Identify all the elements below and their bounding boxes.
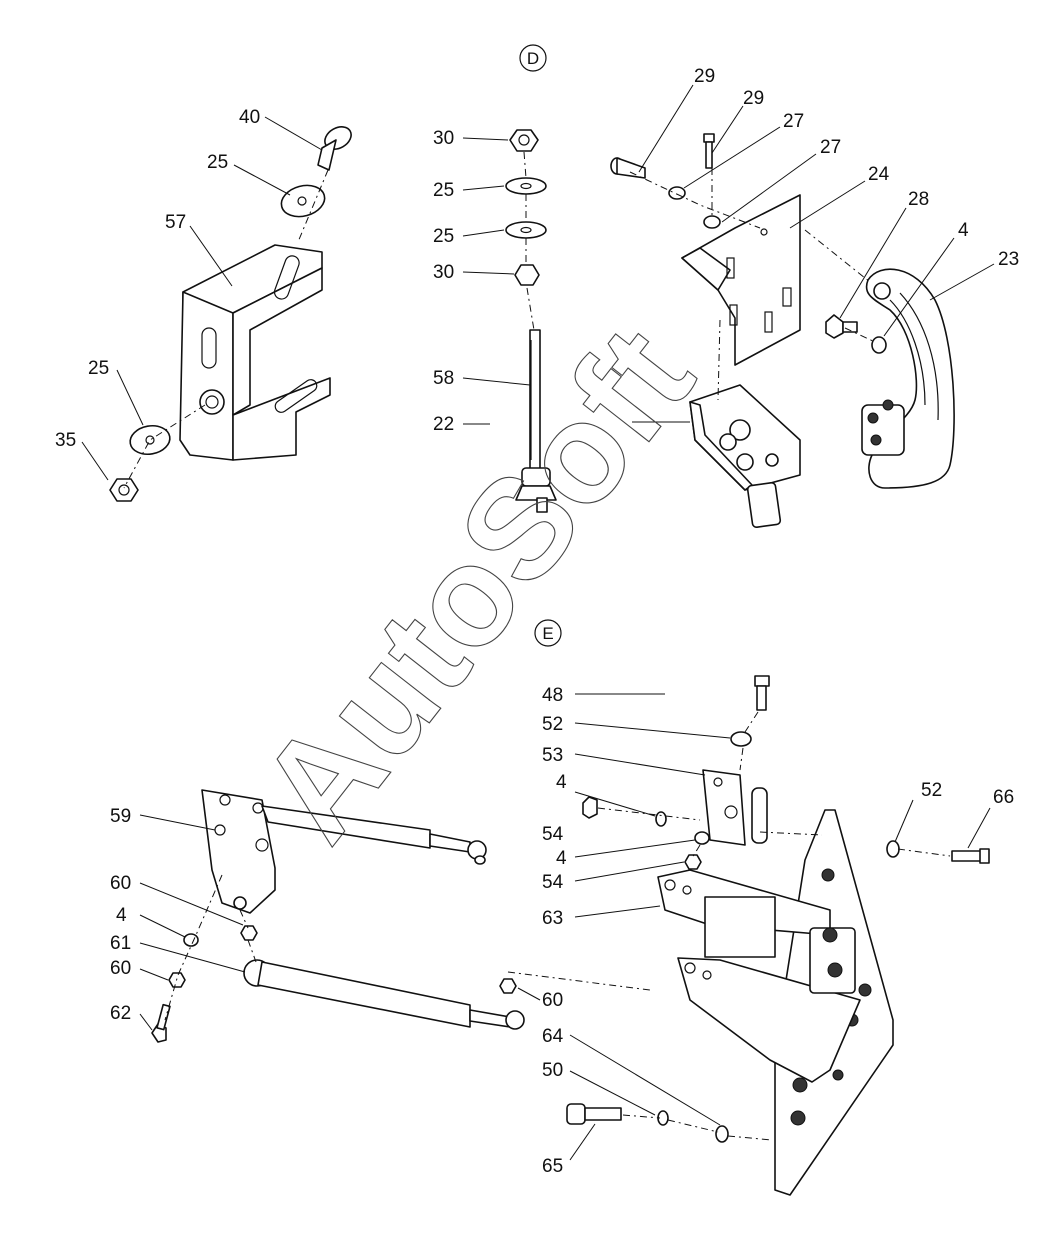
callout-23: 23 <box>998 249 1019 270</box>
callout-60: 60 <box>110 958 131 979</box>
washer-25-left <box>129 424 171 456</box>
callout-63: 63 <box>542 908 563 929</box>
bolt-28 <box>825 314 858 339</box>
plate-59 <box>201 789 276 914</box>
bolt-62 <box>151 1003 171 1043</box>
washer-52-b <box>886 840 900 858</box>
callout-50: 50 <box>542 1060 563 1081</box>
pin-29-a <box>610 157 646 179</box>
callout-54: 54 <box>542 824 564 845</box>
link-64 <box>677 927 861 1083</box>
callout-64: 64 <box>542 1026 564 1047</box>
callout-30: 30 <box>433 262 454 283</box>
callout-4: 4 <box>556 772 567 793</box>
section-e-label: E <box>542 624 553 643</box>
gas-strut-lower <box>243 959 525 1030</box>
washer-27-b <box>703 215 721 229</box>
callout-53: 53 <box>542 745 563 766</box>
callout-4: 4 <box>556 848 567 869</box>
bracket-24 <box>681 194 801 366</box>
link-63 <box>657 869 831 958</box>
washer-52-a <box>730 731 752 747</box>
callout-35: 35 <box>55 430 76 451</box>
section-d-label: D <box>527 49 539 68</box>
bolt-66 <box>951 848 990 864</box>
callout-48: 48 <box>542 685 563 706</box>
callout-40: 40 <box>239 107 260 128</box>
nut-60-a <box>240 925 258 941</box>
washer-25-top <box>280 184 326 218</box>
washer-27-a <box>668 186 686 200</box>
nut-54-a <box>582 796 598 819</box>
callout-25: 25 <box>207 152 228 173</box>
section-e-marker: E <box>534 619 562 647</box>
washer-25-a <box>505 177 547 195</box>
callout-54: 54 <box>542 872 564 893</box>
nut-35 <box>109 478 139 502</box>
pin-29-b <box>703 133 715 169</box>
callout-4: 4 <box>958 220 969 241</box>
nut-30-bottom <box>514 264 540 286</box>
callout-59: 59 <box>110 806 131 827</box>
bolt-65 <box>566 1103 622 1125</box>
nut-54-b <box>684 854 702 870</box>
callout-52: 52 <box>921 780 942 801</box>
callout-29: 29 <box>743 88 764 109</box>
washer-4-e1 <box>183 933 199 947</box>
bolt-48 <box>754 675 770 711</box>
callouts-section-d: 40 25 57 25 35 30 25 25 30 58 22 29 29 2… <box>55 66 1019 451</box>
washer-25-b <box>505 221 547 239</box>
handle-23 <box>861 268 955 489</box>
callout-25: 25 <box>433 226 454 247</box>
callouts-section-e: 48 52 53 4 54 4 54 63 52 66 59 60 4 61 6… <box>110 685 1014 1177</box>
callout-24: 24 <box>868 164 890 185</box>
section-d-marker: D <box>519 44 547 72</box>
callout-52: 52 <box>542 714 563 735</box>
callout-65: 65 <box>542 1156 563 1177</box>
callout-57: 57 <box>165 212 186 233</box>
nut-30-top <box>509 129 539 152</box>
gas-strut-upper <box>261 805 487 865</box>
leader-lines <box>81 84 995 1161</box>
callout-25: 25 <box>433 180 454 201</box>
callout-29: 29 <box>694 66 715 87</box>
callout-61: 61 <box>110 933 131 954</box>
bracket-57 <box>179 244 331 461</box>
washer-64 <box>715 1125 729 1143</box>
washer-4-e2 <box>655 811 667 827</box>
callout-66: 66 <box>993 787 1014 808</box>
callout-27: 27 <box>820 137 841 158</box>
callout-60: 60 <box>110 873 131 894</box>
callout-4: 4 <box>116 905 127 926</box>
callout-25: 25 <box>88 358 109 379</box>
watermark-text: AutoSoft <box>229 299 723 869</box>
hinge-53 <box>702 769 768 846</box>
callout-27: 27 <box>783 111 804 132</box>
callout-22: 22 <box>433 414 454 435</box>
valve-block <box>689 384 801 529</box>
callout-60: 60 <box>542 990 563 1011</box>
callout-62: 62 <box>110 1003 131 1024</box>
callout-30: 30 <box>433 128 454 149</box>
callout-28: 28 <box>908 189 929 210</box>
washer-4-e3 <box>694 831 710 845</box>
rod-end-22 <box>515 467 557 513</box>
nut-60-c <box>499 978 517 994</box>
bolt-40 <box>317 126 352 171</box>
callout-58: 58 <box>433 368 454 389</box>
washer-4-d <box>871 336 887 354</box>
